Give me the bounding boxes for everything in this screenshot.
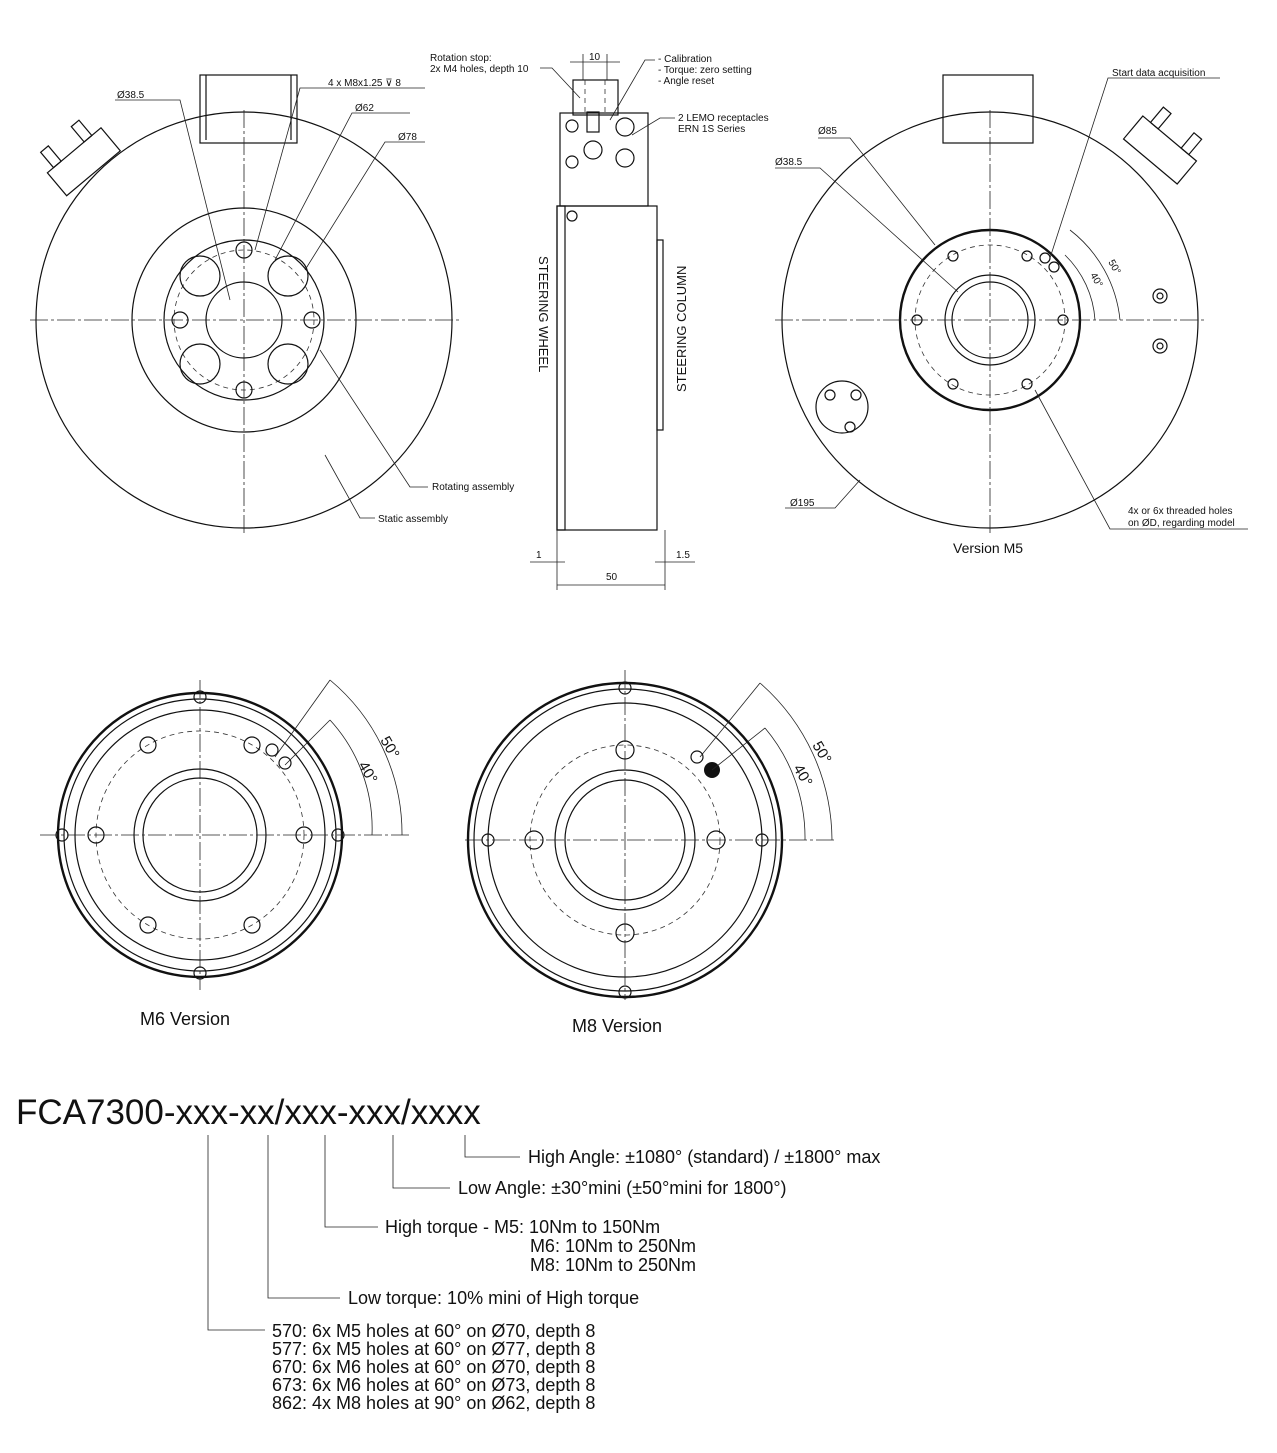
connector-icon bbox=[1122, 106, 1203, 185]
m8-caption: M8 Version bbox=[572, 1016, 662, 1036]
m8-angle-40: 40° bbox=[790, 762, 816, 790]
m5-angle-40: 40° bbox=[1087, 271, 1104, 290]
label-rotating-assembly: Rotating assembly bbox=[432, 482, 514, 493]
m5-view: 50° 40° Start data acquisition Ø85 Ø38.5… bbox=[775, 68, 1248, 556]
lemo-line2: ERN 1S Series bbox=[678, 124, 745, 135]
calibration-line3: - Angle reset bbox=[658, 76, 714, 87]
m6-caption: M6 Version bbox=[140, 1009, 230, 1029]
side-view: 10 Rotation stop: 2x M4 holes, depth 10 … bbox=[430, 52, 769, 590]
label-d78: Ø78 bbox=[398, 132, 417, 143]
dim-50: 50 bbox=[606, 572, 618, 583]
start-acquisition-label: Start data acquisition bbox=[1112, 68, 1205, 79]
high-torque-m6: M6: 10Nm to 250Nm bbox=[530, 1236, 696, 1256]
high-torque-m8: M8: 10Nm to 250Nm bbox=[530, 1255, 696, 1275]
dim-1: 1 bbox=[536, 550, 542, 561]
lemo-line1: 2 LEMO receptacles bbox=[678, 113, 769, 124]
m5-d85: Ø85 bbox=[818, 126, 837, 137]
rotation-stop-line1: Rotation stop: bbox=[430, 53, 492, 64]
flange-option-577: 577: 6x M5 holes at 60° on Ø77, depth 8 bbox=[272, 1339, 595, 1359]
m5-d38-5: Ø38.5 bbox=[775, 157, 803, 168]
m8-view: 50° 40° M8 Version bbox=[465, 670, 835, 1036]
low-angle: Low Angle: ±30°mini (±50°mini for 1800°) bbox=[458, 1178, 787, 1198]
dim-1-5: 1.5 bbox=[676, 550, 690, 561]
m8-angle-50: 50° bbox=[809, 739, 835, 767]
flange-option-862: 862: 4x M8 holes at 90° on Ø62, depth 8 bbox=[272, 1393, 595, 1413]
part-number: FCA7300-xxx-xx/xxx-xxx/xxxx bbox=[16, 1093, 481, 1132]
dim-10: 10 bbox=[589, 52, 601, 63]
flange-option-670: 670: 6x M6 holes at 60° on Ø70, depth 8 bbox=[272, 1357, 595, 1377]
flange-option-570: 570: 6x M5 holes at 60° on Ø70, depth 8 bbox=[272, 1321, 595, 1341]
label-d38-5: Ø38.5 bbox=[117, 90, 145, 101]
front-view: Ø38.5 4 x M8x1.25 ⊽ 8 Ø62 Ø78 Rotating a… bbox=[30, 74, 514, 535]
label-thread: 4 x M8x1.25 ⊽ 8 bbox=[328, 78, 401, 89]
label-static-assembly: Static assembly bbox=[378, 514, 448, 525]
calibration-line2: - Torque: zero setting bbox=[658, 65, 752, 76]
high-torque-m5: High torque - M5: 10Nm to 150Nm bbox=[385, 1217, 660, 1237]
threaded-line1: 4x or 6x threaded holes bbox=[1128, 506, 1233, 517]
threaded-line2: on ØD, regarding model bbox=[1128, 518, 1235, 529]
connector-icon bbox=[39, 119, 122, 197]
label-d62: Ø62 bbox=[355, 103, 374, 114]
order-code: FCA7300-xxx-xx/xxx-xxx/xxxx High Angle: … bbox=[16, 1093, 880, 1413]
calibration-line1: - Calibration bbox=[658, 54, 712, 65]
m6-view: 50° 40° M6 Version bbox=[40, 679, 410, 1029]
low-torque: Low torque: 10% mini of High torque bbox=[348, 1288, 639, 1308]
flange-option-673: 673: 6x M6 holes at 60° on Ø73, depth 8 bbox=[272, 1375, 595, 1395]
m5-d195: Ø195 bbox=[790, 498, 815, 509]
steering-wheel-label: STEERING WHEEL bbox=[536, 256, 551, 372]
steering-column-label: STEERING COLUMN bbox=[674, 266, 689, 392]
m6-angle-50: 50° bbox=[377, 734, 403, 762]
high-angle: High Angle: ±1080° (standard) / ±1800° m… bbox=[528, 1147, 880, 1167]
rotation-stop-line2: 2x M4 holes, depth 10 bbox=[430, 64, 529, 75]
m5-caption: Version M5 bbox=[953, 540, 1023, 556]
m5-angle-50: 50° bbox=[1105, 258, 1122, 277]
